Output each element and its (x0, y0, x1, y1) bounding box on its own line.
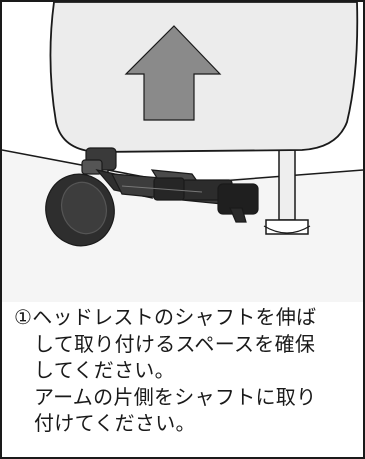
instruction-line-5: 付けてください。 (34, 411, 196, 435)
step-number-marker: ① (14, 305, 33, 329)
instruction-line-2: して取り付けるスペースを確保 (34, 331, 316, 356)
installation-illustration (2, 2, 363, 302)
instruction-line-1: ①ヘッドレストのシャフトを伸ば (14, 305, 317, 329)
instruction-line-4: アームの片側をシャフトに取り (34, 384, 317, 409)
headrest (49, 2, 359, 153)
headrest-mount (45, 147, 259, 247)
instruction-text: ①ヘッドレストのシャフトを伸ば して取り付けるスペースを確保 してください。 ア… (14, 304, 359, 437)
shaft-collar (265, 219, 309, 235)
right-shaft (278, 141, 296, 221)
up-arrow-icon (124, 25, 222, 121)
instruction-line-3: してください。 (34, 358, 175, 382)
